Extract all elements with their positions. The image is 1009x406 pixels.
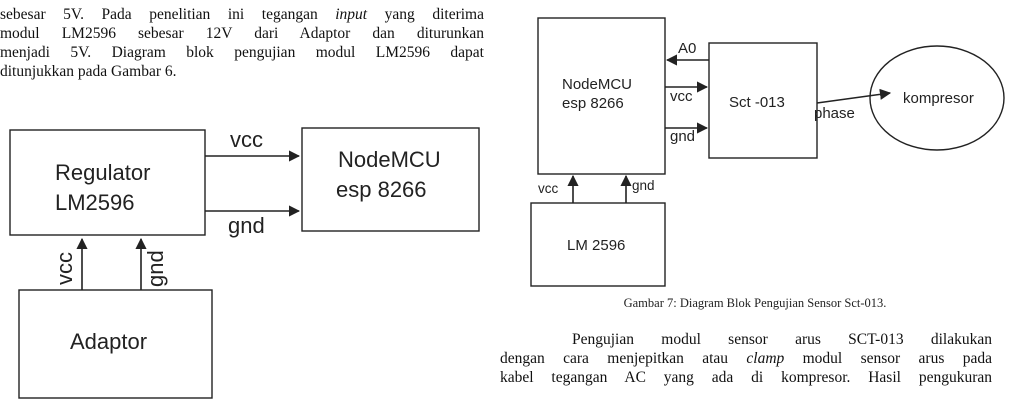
- kompresor-label: kompresor: [903, 90, 974, 107]
- vcc-vertical-label: vcc: [52, 252, 77, 285]
- diagram-sct013: NodeMCU esp 8266 Sct -013 A0 vcc gnd kom…: [530, 17, 1005, 287]
- nodemcu-left-label-1: NodeMCU: [338, 147, 441, 172]
- regulator-label-2: LM2596: [55, 190, 135, 215]
- gnd-label-right: gnd: [670, 128, 695, 145]
- vcc-label-right: vcc: [670, 88, 693, 105]
- nodemcu-right-label-1: NodeMCU: [562, 76, 632, 93]
- italic-term-clamp: clamp: [746, 350, 785, 367]
- paragraph-left-line-1: sebesar 5V. Pada penelitian ini tegangan…: [0, 5, 484, 24]
- gnd-vertical-label: gnd: [143, 250, 168, 287]
- regulator-box: [9, 129, 206, 236]
- sct013-label: Sct -013: [729, 94, 785, 111]
- vcc-label-left: vcc: [230, 127, 263, 152]
- adaptor-box: [18, 289, 213, 399]
- kompresor-circle: [869, 45, 1005, 151]
- nodemcu-box-left: [301, 127, 480, 232]
- paragraph-right-line-1: Pengujian modul sensor arus SCT-013 dila…: [572, 331, 992, 348]
- a0-label: A0: [678, 40, 696, 57]
- gnd-label-left: gnd: [228, 213, 265, 238]
- text-segment: dengan cara menjepitkan atau: [500, 350, 747, 367]
- text-segment: modul sensor arus pada: [784, 350, 992, 367]
- text-segment: yang diterima: [367, 6, 484, 23]
- figure-caption: Gambar 7: Diagram Blok Pengujian Sensor …: [623, 296, 887, 310]
- nodemcu-left-label-2: esp 8266: [336, 177, 427, 202]
- nodemcu-box-right: [537, 17, 666, 175]
- italic-term-input: input: [335, 6, 368, 23]
- adaptor-label: Adaptor: [70, 329, 147, 354]
- paragraph-right-line-3: kabel tegangan AC yang ada di kompresor.…: [500, 369, 992, 386]
- sct013-box: [708, 42, 818, 159]
- paragraph-right: Pengujian modul sensor arus SCT-013 dila…: [500, 330, 992, 387]
- text-segment: sebesar 5V. Pada penelitian ini tegangan: [0, 6, 336, 23]
- paragraph-left: sebesar 5V. Pada penelitian ini tegangan…: [0, 5, 484, 81]
- lm2596-box-right: [530, 202, 666, 287]
- paragraph-right-line-2: dengan cara menjepitkan atau clamp modul…: [500, 349, 992, 368]
- paragraph-left-line-4: ditunjukkan pada Gambar 6.: [0, 63, 177, 80]
- vcc-bottom-label: vcc: [538, 181, 559, 196]
- paragraph-left-line-3: menjadi 5V. Diagram blok pengujian modul…: [0, 44, 484, 61]
- phase-label: phase: [814, 105, 855, 122]
- paragraph-left-line-2: modul LM2596 sebesar 12V dari Adaptor da…: [0, 25, 484, 42]
- lm2596-label-right: LM 2596: [567, 237, 625, 254]
- diagram-lm2596: Regulator LM2596 NodeMCU esp 8266 vcc gn…: [9, 127, 480, 399]
- regulator-label-1: Regulator: [55, 160, 150, 185]
- phase-arrow: [816, 88, 892, 104]
- gnd-bottom-label: gnd: [632, 178, 655, 193]
- nodemcu-right-label-2: esp 8266: [562, 95, 624, 112]
